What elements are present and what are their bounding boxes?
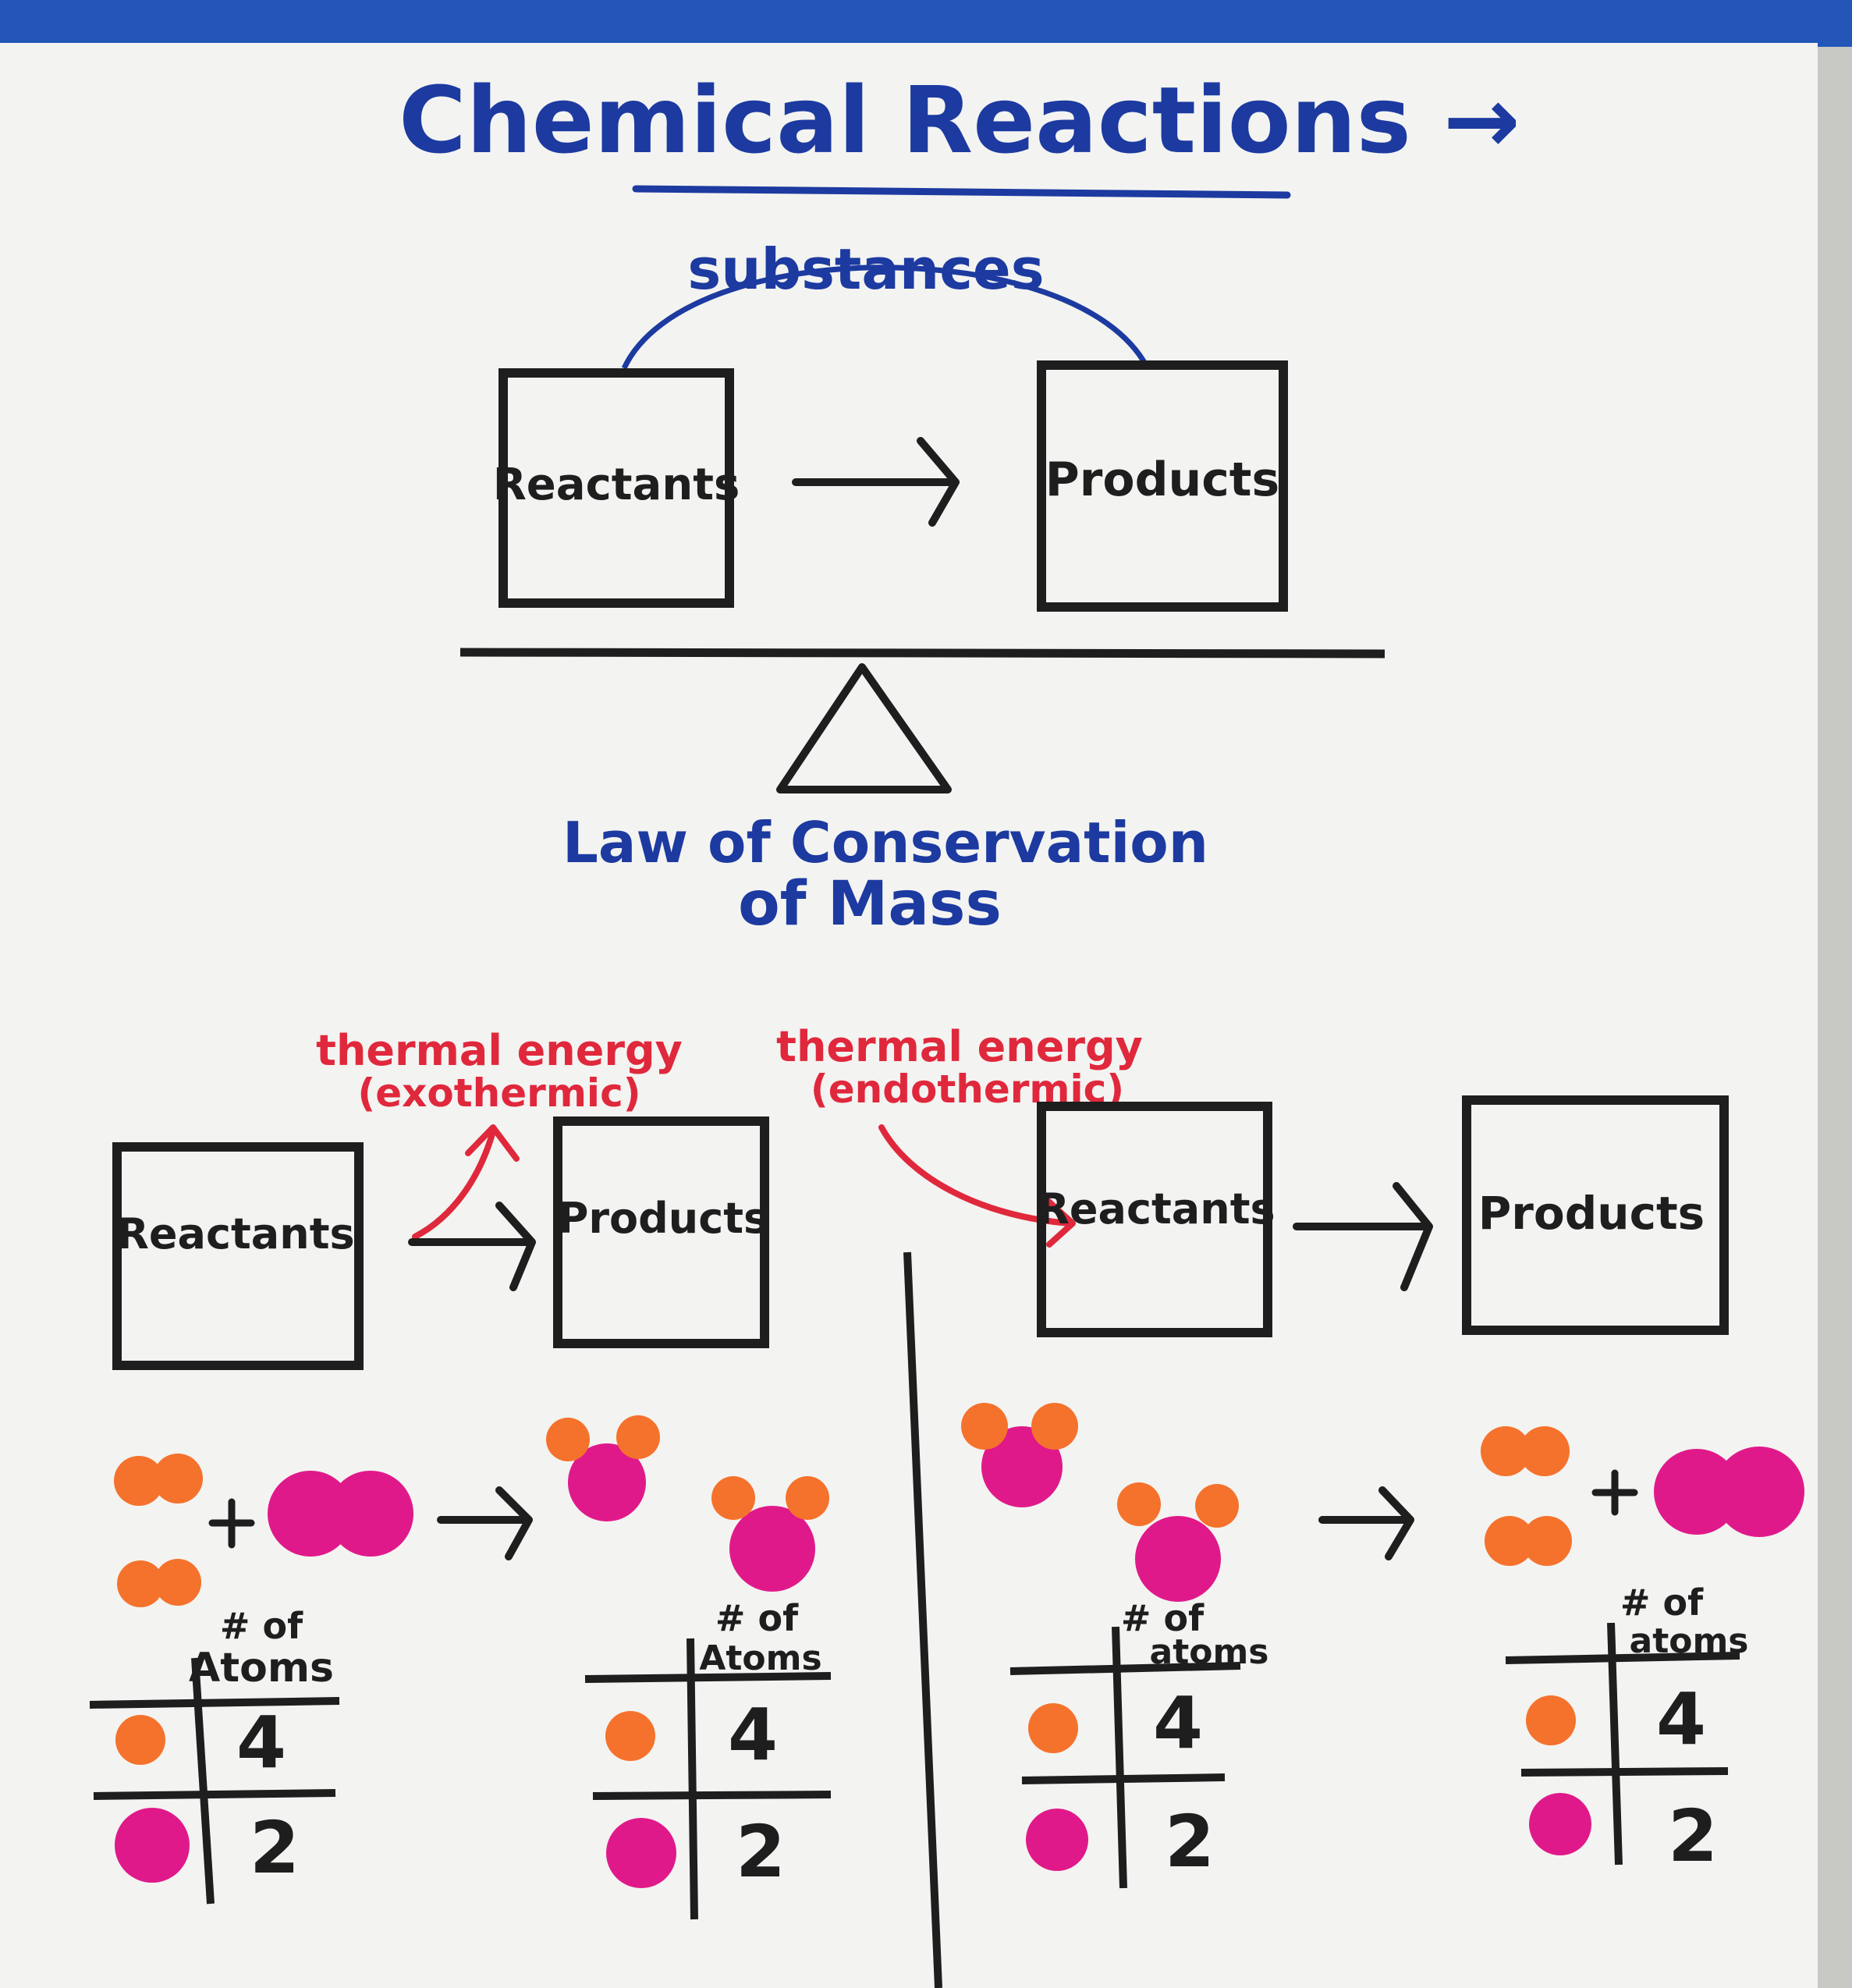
top-blue-band (0, 0, 1852, 47)
pink-atom-count: 2 (1165, 1800, 1215, 1883)
reactant-molecule (1117, 1482, 1239, 1602)
orange-atom-symbol (115, 1715, 165, 1765)
pink-atom-symbol (1529, 1793, 1591, 1855)
law-label-line2: of Mass (738, 869, 1002, 939)
reactants-label-top: Reactants (493, 460, 740, 510)
reactant-molecule (961, 1403, 1078, 1507)
orange-atom-count: 4 (1153, 1681, 1203, 1765)
atom-table-header-line2: Atoms (699, 1638, 821, 1678)
pink-atom-count: 2 (736, 1810, 786, 1894)
products-label-top: Products (1045, 453, 1279, 507)
exothermic-energy-line2: (exothermic) (357, 1070, 640, 1116)
title-underline (632, 185, 1291, 199)
reaction-arrow-left (408, 1202, 536, 1291)
exothermic-release-arrowhead (465, 1124, 520, 1162)
products-box-top (1037, 360, 1288, 612)
orange-atom-symbol (1028, 1703, 1078, 1753)
pink-atom-count: 2 (1668, 1795, 1718, 1878)
products-box-right (1462, 1095, 1729, 1335)
reactants-box-right (1037, 1102, 1272, 1337)
atom-count-table-products-right: # of atoms 4 2 (1505, 1582, 1749, 1878)
product-molecule (711, 1476, 829, 1592)
reactants-label-left: Reactants (116, 1209, 354, 1258)
pink-atom-symbol (606, 1818, 676, 1888)
atom-table-header-line1: # of (715, 1597, 799, 1639)
atom-table-header-line1: # of (1620, 1582, 1704, 1624)
orange-molecule-pair (117, 1559, 201, 1607)
atom-table-header-line2: Atoms (189, 1645, 334, 1692)
atom-count-table-reactants-left: # of Atoms 4 2 (89, 1605, 340, 1905)
exothermic-release-arrow (412, 1128, 496, 1240)
substances-arc (621, 264, 1150, 370)
balance-beam (459, 648, 1385, 659)
pink-molecule-pair (1654, 1447, 1804, 1537)
law-label-line1: Law of Conservation (562, 810, 1208, 875)
products-box-left (553, 1116, 769, 1348)
atom-count-table-products-left: # of Atoms 4 2 (584, 1597, 832, 1920)
exothermic-energy-line1: thermal energy (316, 1026, 683, 1075)
orange-molecule-pair (1481, 1426, 1570, 1476)
plus-sign (208, 1498, 255, 1549)
pink-molecule-pair (268, 1471, 413, 1557)
products-label-right: Products (1478, 1187, 1705, 1240)
atom-table-header-line1: # of (220, 1605, 303, 1647)
substances-label: substances (687, 236, 1044, 302)
reaction-arrow-molecules-left (437, 1486, 533, 1560)
balance-fulcrum (776, 663, 952, 793)
orange-molecule-pair (1485, 1516, 1572, 1566)
center-divider (903, 1251, 942, 1988)
reaction-arrow-top (792, 437, 960, 527)
pink-atom-symbol (1026, 1809, 1088, 1871)
products-label-left: Products (558, 1194, 768, 1243)
atom-table-header-line1: # of (1121, 1597, 1205, 1639)
reactants-box-top (498, 368, 734, 608)
orange-atom-count: 4 (1656, 1677, 1706, 1761)
orange-atom-symbol (1526, 1695, 1576, 1745)
atom-count-table-reactants-right: # of atoms 4 2 (1009, 1597, 1269, 1889)
reactants-box-left (112, 1142, 364, 1370)
reaction-arrow-molecules-right (1318, 1486, 1414, 1560)
orange-molecule-pair (114, 1454, 203, 1506)
reaction-arrow-right (1293, 1182, 1433, 1291)
pink-atom-symbol (115, 1808, 190, 1883)
product-molecule (546, 1415, 660, 1521)
reactants-label-right: Reactants (1037, 1184, 1275, 1234)
plus-sign (1591, 1469, 1638, 1516)
chart-title: Chemical Reactions → (399, 66, 1520, 174)
orange-atom-count: 4 (728, 1693, 778, 1777)
pink-atom-count: 2 (250, 1806, 300, 1890)
endothermic-energy-line1: thermal energy (776, 1022, 1143, 1071)
orange-atom-symbol (605, 1711, 655, 1761)
orange-atom-count: 4 (236, 1701, 286, 1784)
endothermic-absorb-arrowhead (1044, 1197, 1076, 1248)
